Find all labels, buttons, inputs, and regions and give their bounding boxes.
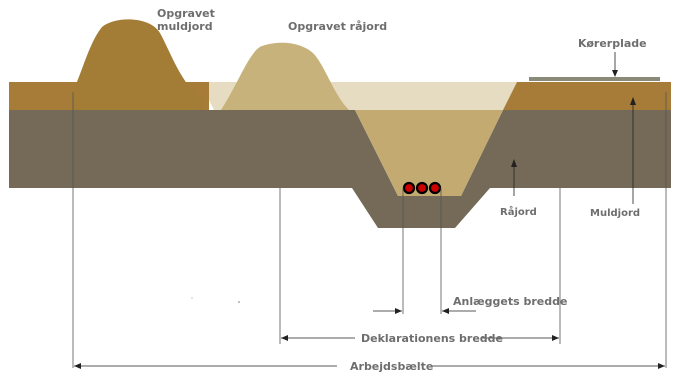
stray-dot: [238, 301, 240, 303]
subsoil-pile-label: Opgravet råjord: [288, 20, 387, 33]
work-belt-dimension: [74, 363, 665, 369]
subsoil-pile: [221, 42, 349, 110]
work-belt-label: Arbejdsbælte: [350, 360, 433, 373]
trench-backfill: [355, 110, 503, 196]
topsoil-layer-right: [503, 82, 671, 110]
cable-icon: [402, 181, 416, 195]
road-plate-label: Kørerplade: [578, 37, 647, 50]
topsoil-pile-label-2: muldjord: [157, 20, 213, 33]
subsoil-label: Råjord: [500, 205, 537, 218]
road-plate: [529, 77, 660, 81]
topsoil-pile: [72, 19, 204, 110]
declaration-width-label: Deklarationens bredde: [361, 332, 503, 345]
topsoil-pile-label: Opgravet: [157, 7, 215, 20]
cables: [402, 181, 442, 195]
dimension-guides: [72, 92, 667, 368]
declaration-width-dimension: [281, 335, 559, 341]
installation-width-label: Anlæggets bredde: [453, 295, 567, 308]
subsoil-layer: [9, 110, 671, 228]
topsoil-label: Muldjord: [590, 208, 640, 219]
cable-icon: [428, 181, 442, 195]
installation-width-dimension: [373, 308, 476, 314]
cable-icon: [415, 181, 429, 195]
stray-dot: [191, 297, 193, 299]
label-pointers: [511, 52, 636, 204]
